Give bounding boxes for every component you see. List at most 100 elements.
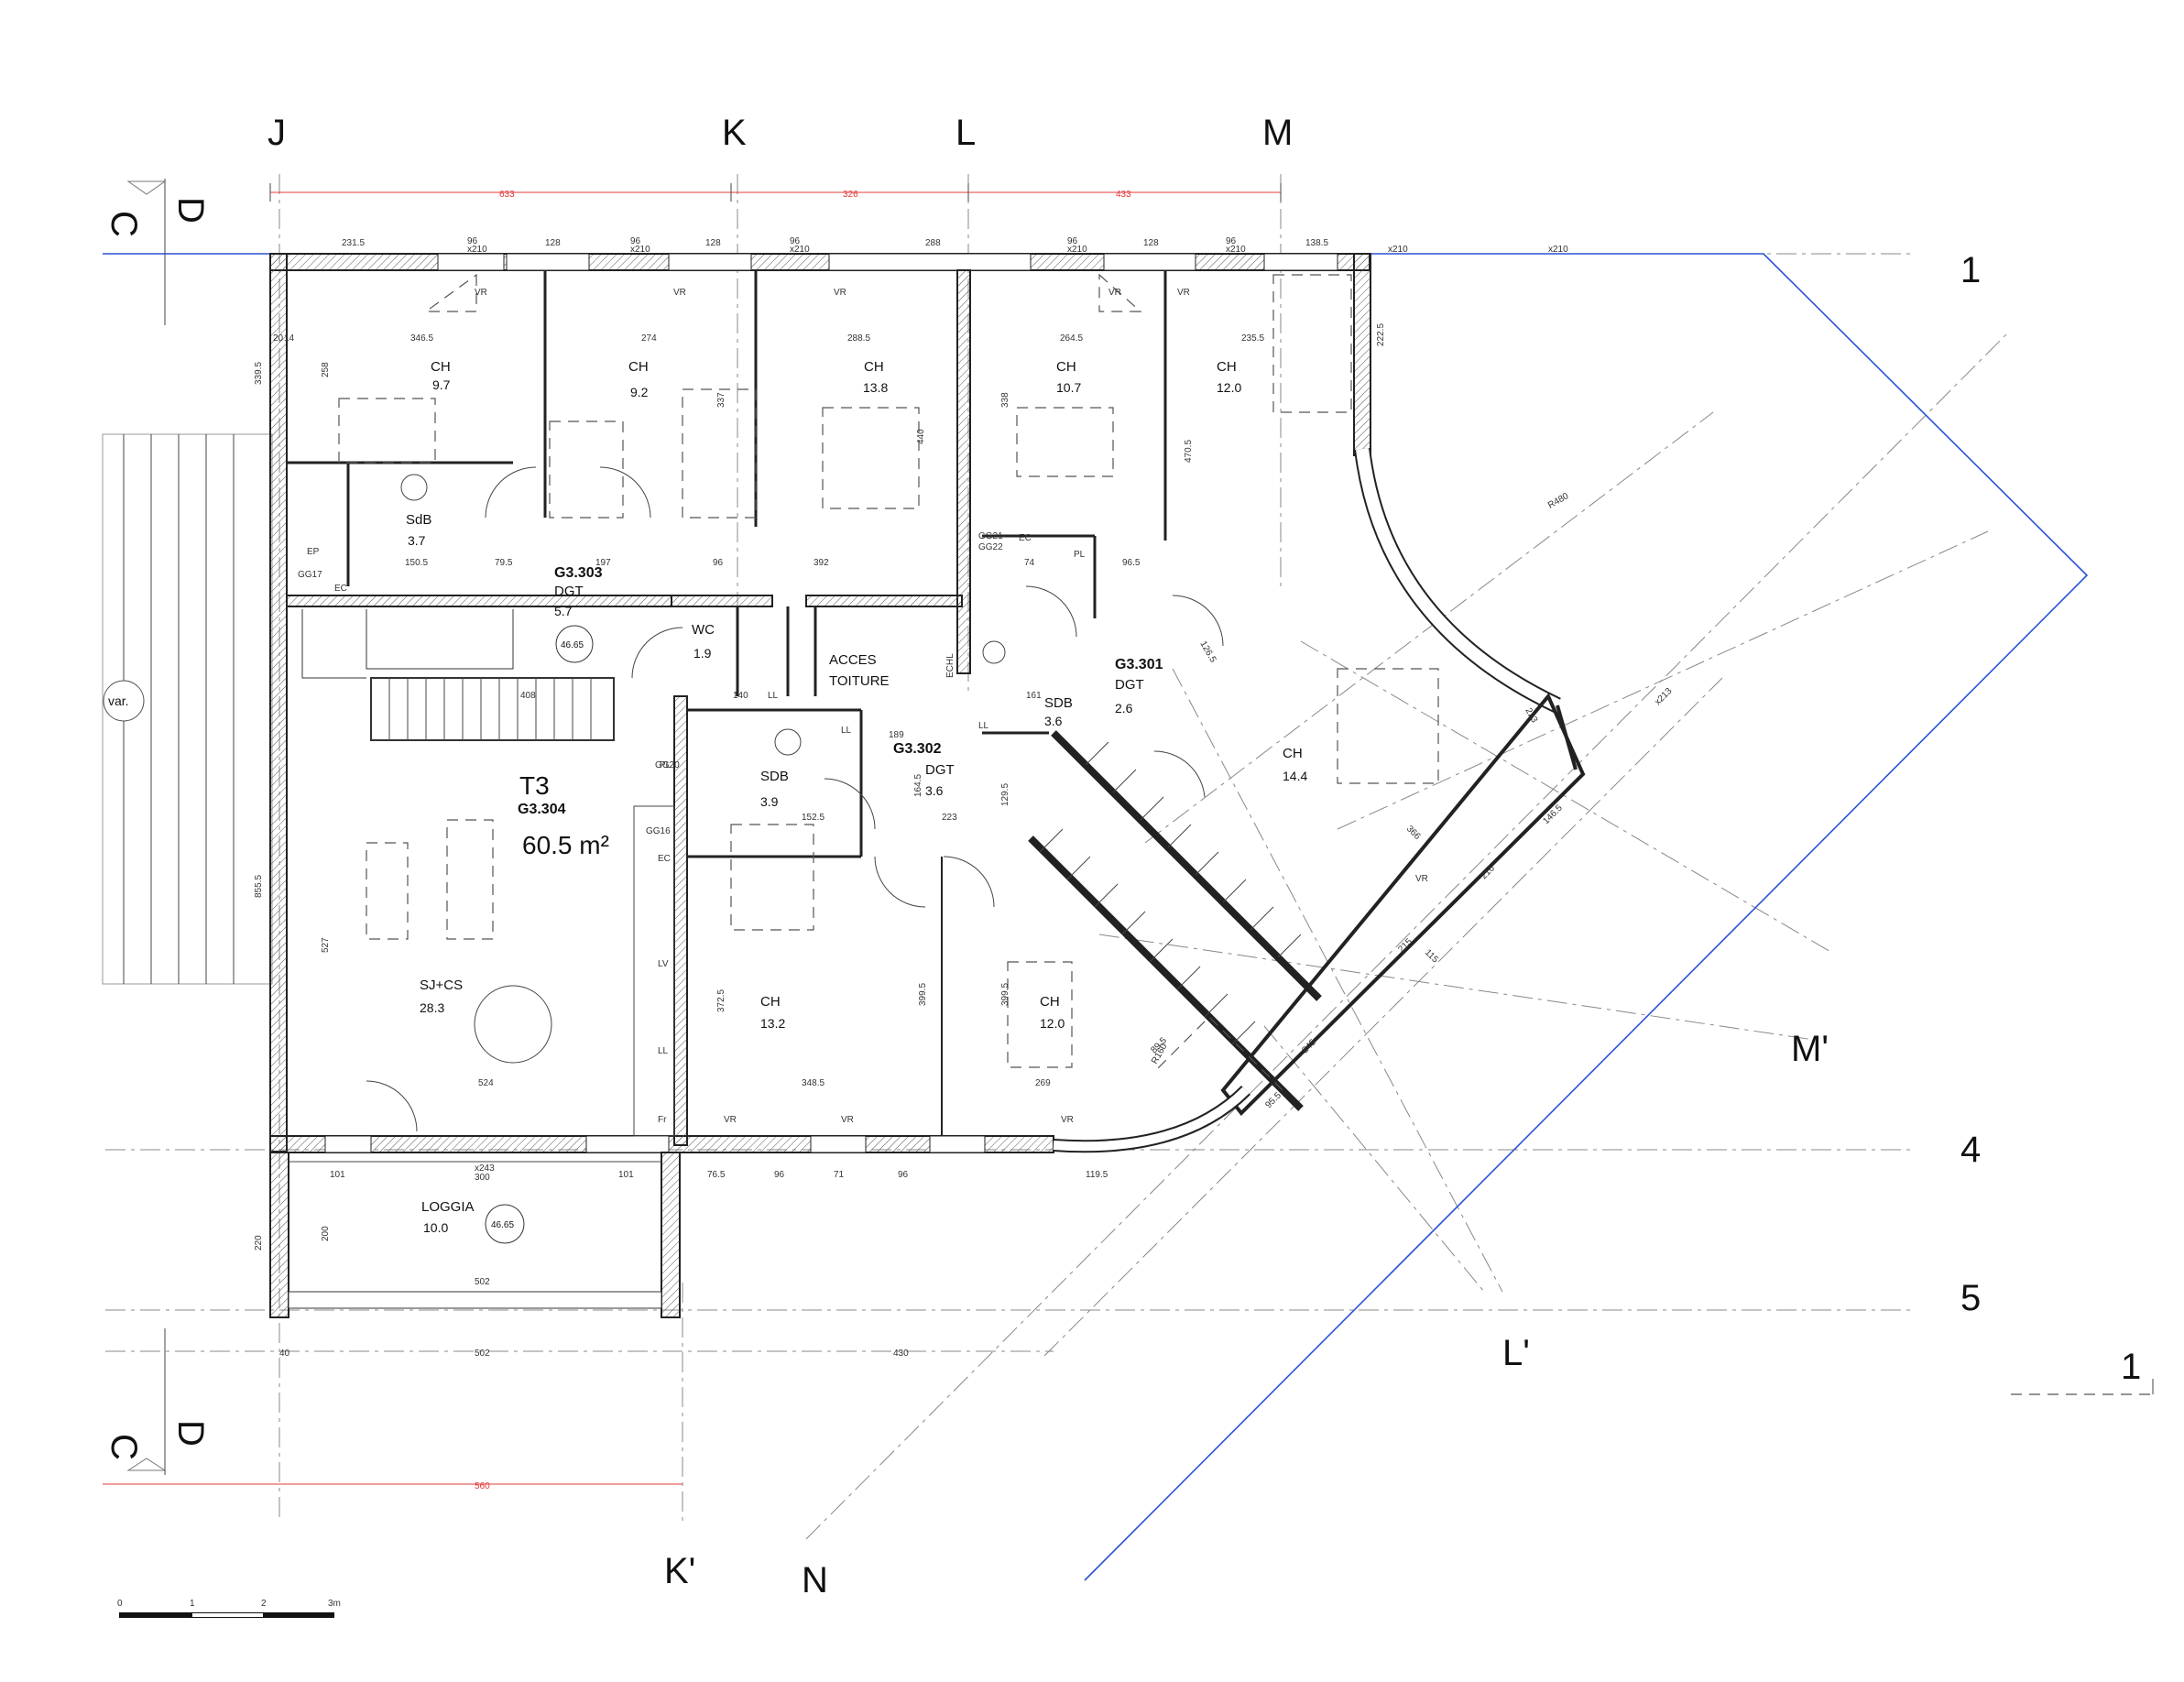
svg-text:GG22: GG22 [978,542,1003,552]
room-sdb-2-name: SDB [1044,695,1073,711]
section-line [103,253,2089,1581]
svg-text:129.5: 129.5 [1000,783,1010,806]
svg-text:633: 633 [499,190,515,200]
room-ch-2-name: CH [628,359,649,375]
svg-text:R480: R480 [1546,491,1571,511]
svg-text:140: 140 [733,691,748,701]
apartment-type: T3 [519,771,550,800]
room-dgt-3-code: G3.302 [893,741,942,757]
svg-text:VR: VR [724,1115,737,1125]
svg-text:LV: LV [658,959,669,969]
svg-text:126.5: 126.5 [1197,639,1218,665]
axis-k: K [722,113,747,153]
svg-text:96.5: 96.5 [1122,558,1141,568]
room-ch-7-area: 13.2 [760,1016,785,1031]
terrace-slats: var. [102,433,273,985]
svg-text:VR: VR [1415,874,1428,884]
svg-text:0: 0 [117,1599,123,1609]
svg-text:189: 189 [889,730,904,740]
svg-text:399.5: 399.5 [1000,983,1010,1006]
room-ch-7-name: CH [760,994,781,1010]
room-dgt-2-name: DGT [1115,677,1144,693]
level-mark-1: 46.65 [561,640,584,650]
doors [366,466,1224,1132]
svg-text:222.5: 222.5 [1376,323,1386,346]
section-c-top: C [104,211,144,237]
equipment-labels: VR VR VR VR VR VR VR VR VR EP EC GG17 GG… [298,288,1428,1125]
dimension-texts: 231.5 96 x210 128 96 x210 128 96 x210 28… [254,236,1568,1359]
svg-text:LL: LL [841,726,852,736]
svg-text:366: 366 [1404,824,1423,842]
room-sdb-2-area: 3.6 [1044,714,1063,728]
section-mark-1: 1 [2121,1347,2141,1387]
svg-text:96: 96 [898,1170,909,1180]
room-dgt-3-name: DGT [925,762,955,778]
svg-text:215: 215 [1396,936,1414,955]
svg-text:x210: x210 [1067,245,1087,255]
room-ch-8-name: CH [1040,994,1060,1010]
red-dimensions: 633 326 433 560 [103,183,1282,1491]
svg-text:x210: x210 [467,245,487,255]
svg-text:220: 220 [254,1235,264,1251]
axis-m: M [1262,113,1293,153]
svg-text:150.5: 150.5 [405,558,428,568]
room-wc-area: 1.9 [693,646,712,661]
svg-text:152.5: 152.5 [802,813,824,823]
svg-text:258: 258 [321,362,331,377]
room-ch-8-area: 12.0 [1040,1016,1065,1031]
exterior-walls [269,253,1586,1153]
svg-text:LL: LL [658,1046,669,1056]
apartment-area: 60.5 m² [522,831,609,859]
level-mark-2: 46.65 [491,1220,514,1230]
svg-text:200: 200 [321,1226,331,1241]
room-dgt-2-area: 2.6 [1115,701,1133,715]
svg-text:128: 128 [705,238,721,248]
svg-text:339.5: 339.5 [254,362,264,385]
svg-text:40: 40 [279,1349,290,1359]
svg-text:430: 430 [893,1349,909,1359]
svg-text:346.5: 346.5 [410,333,433,344]
axis-m-prime: M' [1791,1029,1829,1069]
var-label: var. [108,694,129,708]
svg-text:96: 96 [713,558,724,568]
svg-text:300: 300 [475,1173,490,1183]
svg-text:79.5: 79.5 [495,558,513,568]
svg-text:x210: x210 [1388,245,1408,255]
svg-text:96: 96 [774,1170,785,1180]
section-d-top: D [170,197,211,224]
svg-text:x243: x243 [475,1163,495,1174]
axis-k-prime: K' [664,1551,695,1591]
apartment-code: G3.304 [518,802,566,817]
room-dgt-1-name: DGT [554,584,584,599]
interior-walls [286,269,1322,1146]
svg-text:288.5: 288.5 [847,333,870,344]
room-sdb-3-area: 3.9 [760,794,779,809]
svg-text:502: 502 [475,1277,490,1287]
svg-text:LL: LL [768,691,779,701]
svg-text:PL: PL [660,760,672,770]
svg-text:PL: PL [1074,550,1086,560]
svg-text:96: 96 [467,236,478,246]
svg-text:524: 524 [478,1078,494,1088]
stairs [301,609,1302,1045]
svg-text:96: 96 [790,236,801,246]
svg-text:96: 96 [1226,236,1237,246]
room-ch-2-area: 9.2 [630,385,649,399]
room-loggia-name: LOGGIA [421,1199,475,1215]
room-sdb-3-name: SDB [760,769,789,784]
svg-text:14: 14 [284,333,295,344]
svg-text:20: 20 [273,333,284,344]
room-ch-5-name: CH [1217,359,1237,375]
svg-text:399.5: 399.5 [918,983,928,1006]
svg-text:264.5: 264.5 [1060,333,1083,344]
svg-text:1: 1 [190,1599,195,1609]
section-c-bottom: C [104,1434,144,1460]
svg-text:855.5: 855.5 [254,875,264,898]
svg-text:EP: EP [307,547,320,557]
room-ch-3-name: CH [864,359,884,375]
room-ch-4-name: CH [1056,359,1076,375]
svg-text:138.5: 138.5 [1305,238,1328,248]
svg-text:348.5: 348.5 [802,1078,824,1088]
svg-text:527: 527 [321,937,331,953]
axis-l-prime: L' [1502,1333,1530,1373]
